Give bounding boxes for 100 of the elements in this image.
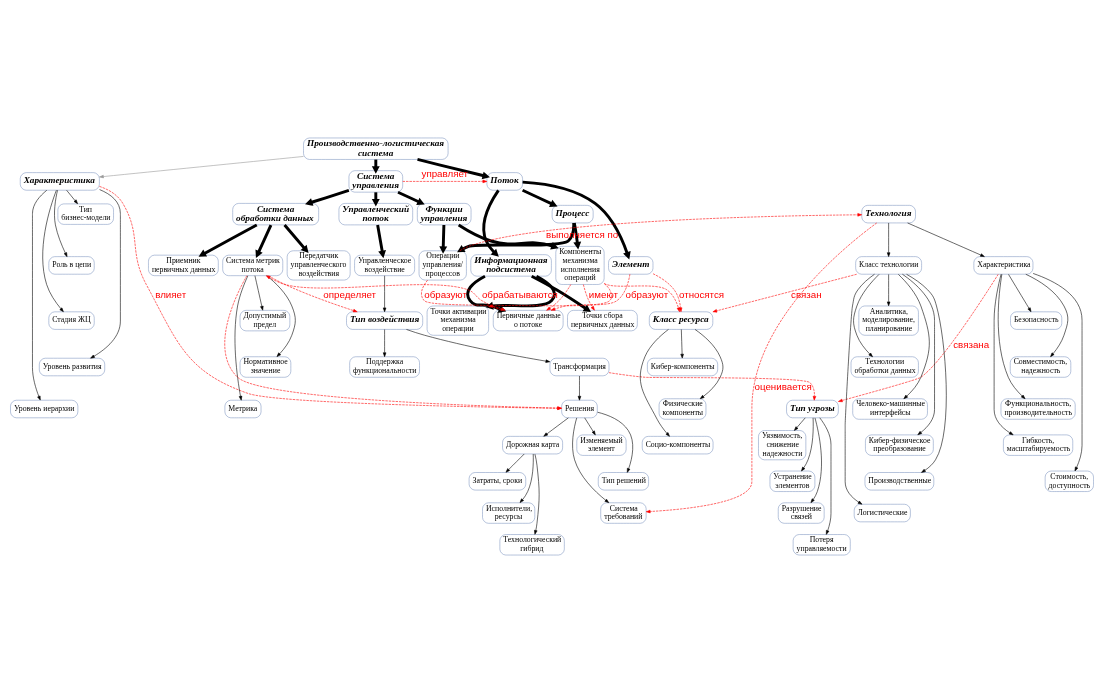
arrow	[406, 328, 551, 363]
node-box: Класс ресурса	[649, 311, 714, 330]
arrow	[268, 274, 358, 312]
node-box: Технологии обработки данных	[850, 356, 919, 377]
arrow	[597, 411, 634, 473]
arrow	[376, 224, 386, 258]
node-box: Тип угрозы	[786, 399, 839, 418]
arrow	[305, 188, 350, 206]
arrow	[906, 273, 947, 473]
node-box: Человеко-машинные интерфейсы	[852, 398, 928, 419]
node-box: Нормативное значение	[239, 356, 292, 377]
node-box: Операции управления/ процессов	[418, 250, 467, 280]
arrow	[584, 417, 596, 435]
arrow	[794, 417, 806, 431]
arrow	[254, 274, 264, 310]
node-box: Функциональность, производительность	[1000, 398, 1076, 419]
node-box: Функции управления	[417, 202, 472, 225]
arrow	[1032, 272, 1083, 471]
arrow	[993, 273, 1014, 435]
node-box: Тип воздействия	[346, 311, 423, 330]
arrow	[712, 273, 857, 312]
arrow	[482, 189, 500, 257]
arrow	[382, 328, 387, 357]
node-box: Затраты, сроки	[468, 471, 526, 490]
arrow	[694, 328, 724, 399]
node-box: Кибер-физическое преобразование	[865, 434, 934, 456]
arrow	[417, 157, 490, 179]
arrow	[99, 155, 304, 178]
node-box: Процесс	[551, 204, 594, 223]
arrow	[1025, 273, 1069, 357]
node-box: Совместимость, надежность	[1010, 356, 1072, 377]
arrow	[371, 191, 380, 206]
node-box: Аналитика, моделирование, планирование	[858, 305, 919, 335]
arrow	[853, 273, 880, 357]
node-box: Тип бизнес-модели	[57, 203, 114, 225]
arrow	[546, 283, 572, 311]
node-box: Система требований	[600, 502, 647, 524]
arrow	[838, 273, 999, 402]
arrow	[680, 328, 684, 358]
arrow	[198, 223, 258, 257]
arrow	[466, 274, 507, 313]
arrow	[54, 189, 68, 257]
node-box: Компоненты механизма исполнения операций	[555, 245, 605, 285]
arrow	[266, 274, 296, 357]
node-box: Первичные данные о потоке	[493, 309, 564, 331]
arrow	[550, 273, 631, 311]
arrow	[1008, 273, 1032, 312]
node-box: Трансформация	[549, 357, 610, 376]
node-box: Гибкость, масштабируемость	[1003, 434, 1073, 456]
arrow	[886, 273, 891, 306]
arrow	[604, 282, 681, 312]
arrow	[402, 179, 488, 183]
node-box: Метрика	[224, 399, 262, 418]
node-box: Тип решений	[598, 471, 649, 490]
node-box: Производственно-логистическая система	[303, 137, 449, 160]
edge-label: образуют	[424, 288, 467, 300]
node-box: Уязвимость, снижение надежности	[758, 429, 807, 460]
node-box: Допустимый предел	[239, 309, 291, 331]
arrow	[283, 223, 309, 253]
arrow	[457, 223, 559, 249]
arrow	[907, 222, 985, 257]
node-box: Система метрик потока	[222, 254, 283, 276]
node-box: Технологический гибрид	[499, 533, 565, 555]
arrow	[522, 180, 631, 259]
arrow	[898, 273, 930, 399]
edge-label: относятся	[678, 288, 725, 300]
arrow	[608, 371, 817, 400]
node-box: Система обработки данных	[232, 202, 319, 225]
node-box: Характеристика	[20, 171, 100, 190]
node-box: Роль в цепи	[48, 255, 95, 274]
node-box: Изменяемый элемент	[576, 434, 627, 456]
arrow	[255, 223, 273, 258]
node-box: Управленческое воздействие	[354, 254, 415, 276]
node-box: Поток	[486, 171, 523, 190]
arrow	[652, 272, 683, 312]
arrow	[902, 273, 935, 435]
edge-label: связана	[953, 338, 990, 350]
arrow	[997, 273, 1026, 399]
arrow	[32, 189, 48, 400]
node-box: Безопасность	[1010, 311, 1062, 330]
arrow	[459, 212, 862, 251]
node-box: Стоимость, доступность	[1044, 470, 1094, 492]
node-box: Уровень иерархии	[10, 399, 79, 418]
arrow	[645, 222, 878, 513]
arrow	[572, 417, 610, 503]
node-box: Точки активации механизма операции	[426, 305, 489, 335]
arrow	[801, 417, 814, 471]
node-box: Решения	[561, 399, 598, 418]
node-box: Физические компоненты	[658, 398, 707, 419]
edge-label: влияет	[155, 288, 187, 300]
arrow	[266, 274, 502, 311]
arrow	[90, 188, 121, 358]
arrow	[543, 417, 569, 437]
node-box: Технология	[861, 204, 916, 223]
arrow	[42, 189, 64, 312]
node-box: Класс технологии	[855, 255, 922, 274]
edge-label: определяет	[323, 288, 377, 300]
arrow	[66, 189, 78, 204]
node-box: Исполнители, ресурсы	[482, 502, 536, 524]
arrow	[521, 188, 558, 207]
